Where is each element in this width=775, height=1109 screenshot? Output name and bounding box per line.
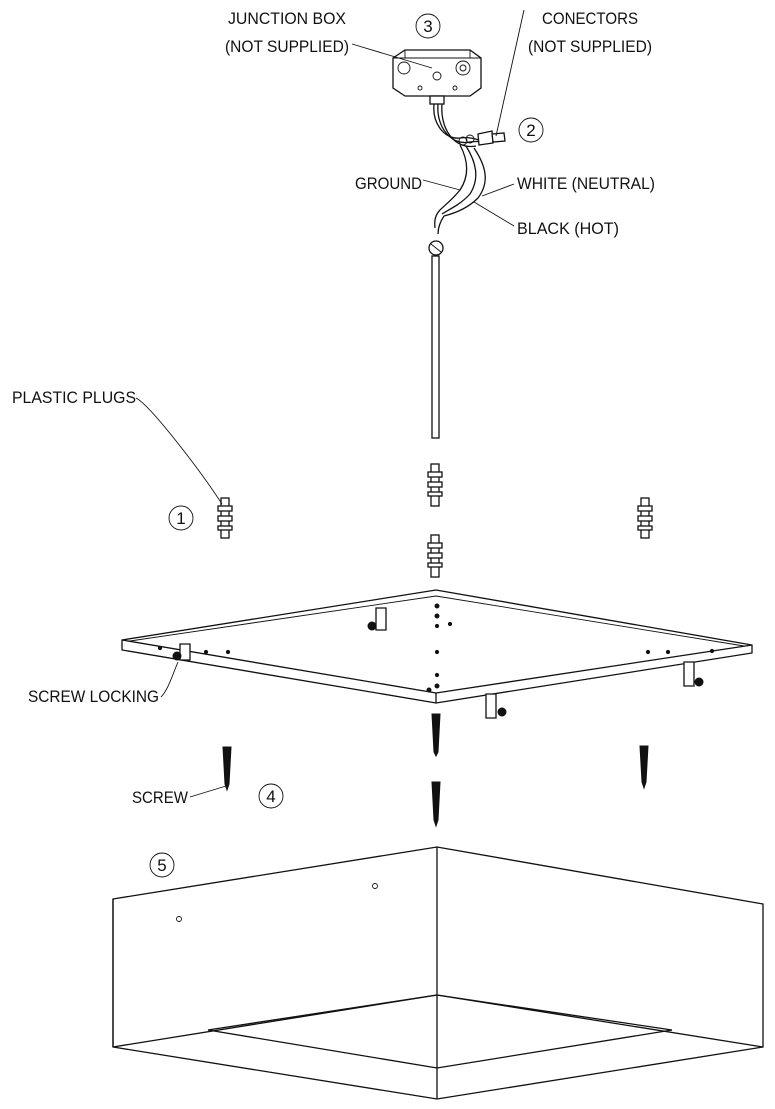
plastic-plug-center-top: [427, 463, 443, 507]
callout-4-number: 4: [266, 787, 275, 806]
connectors-sublabel: (NOT SUPPLIED): [528, 37, 652, 56]
wire-connectors: [458, 130, 506, 146]
leader-lines: [135, 9, 525, 798]
screw-right: [639, 745, 649, 790]
callout-4: 4: [258, 783, 284, 809]
locking-bracket-right: [683, 661, 704, 687]
callout-3: 3: [415, 13, 441, 39]
callout-3-number: 3: [423, 17, 432, 36]
junction-box-label: JUNCTION BOX: [228, 9, 346, 28]
locking-bracket-front: [485, 693, 507, 719]
screw-center-bottom: [431, 781, 441, 828]
locking-bracket-back: [367, 607, 387, 631]
plastic-plug-right: [637, 497, 653, 539]
fixture-body: [112, 846, 764, 1100]
screw-locking-label: SCREW LOCKING: [28, 687, 159, 706]
black-hot-label: BLACK (HOT): [517, 219, 619, 238]
ground-label: GROUND: [355, 174, 422, 193]
plastic-plug-left: [217, 497, 233, 539]
callout-1: 1: [168, 505, 194, 531]
callout-1-number: 1: [176, 509, 185, 528]
callout-2: 2: [518, 117, 544, 143]
locking-bracket-left: [172, 643, 191, 661]
supply-wires: [433, 103, 491, 235]
junction-box: [392, 49, 482, 105]
plastic-plugs-label: PLASTIC PLUGS: [12, 388, 136, 407]
screw-center-top: [431, 713, 441, 758]
screw-left: [222, 746, 232, 792]
callout-5: 5: [149, 852, 175, 878]
suspension-rod: [428, 240, 444, 439]
callout-2-number: 2: [526, 121, 535, 140]
callout-5-number: 5: [157, 856, 166, 875]
connectors-label: CONECTORS: [542, 9, 638, 28]
screw-label: SCREW: [132, 788, 188, 807]
junction-box-sublabel: (NOT SUPPLIED): [225, 37, 349, 56]
white-neutral-label: WHITE (NEUTRAL): [517, 174, 655, 193]
plastic-plug-center-bottom: [427, 534, 443, 578]
mounting-plate: [121, 589, 753, 704]
